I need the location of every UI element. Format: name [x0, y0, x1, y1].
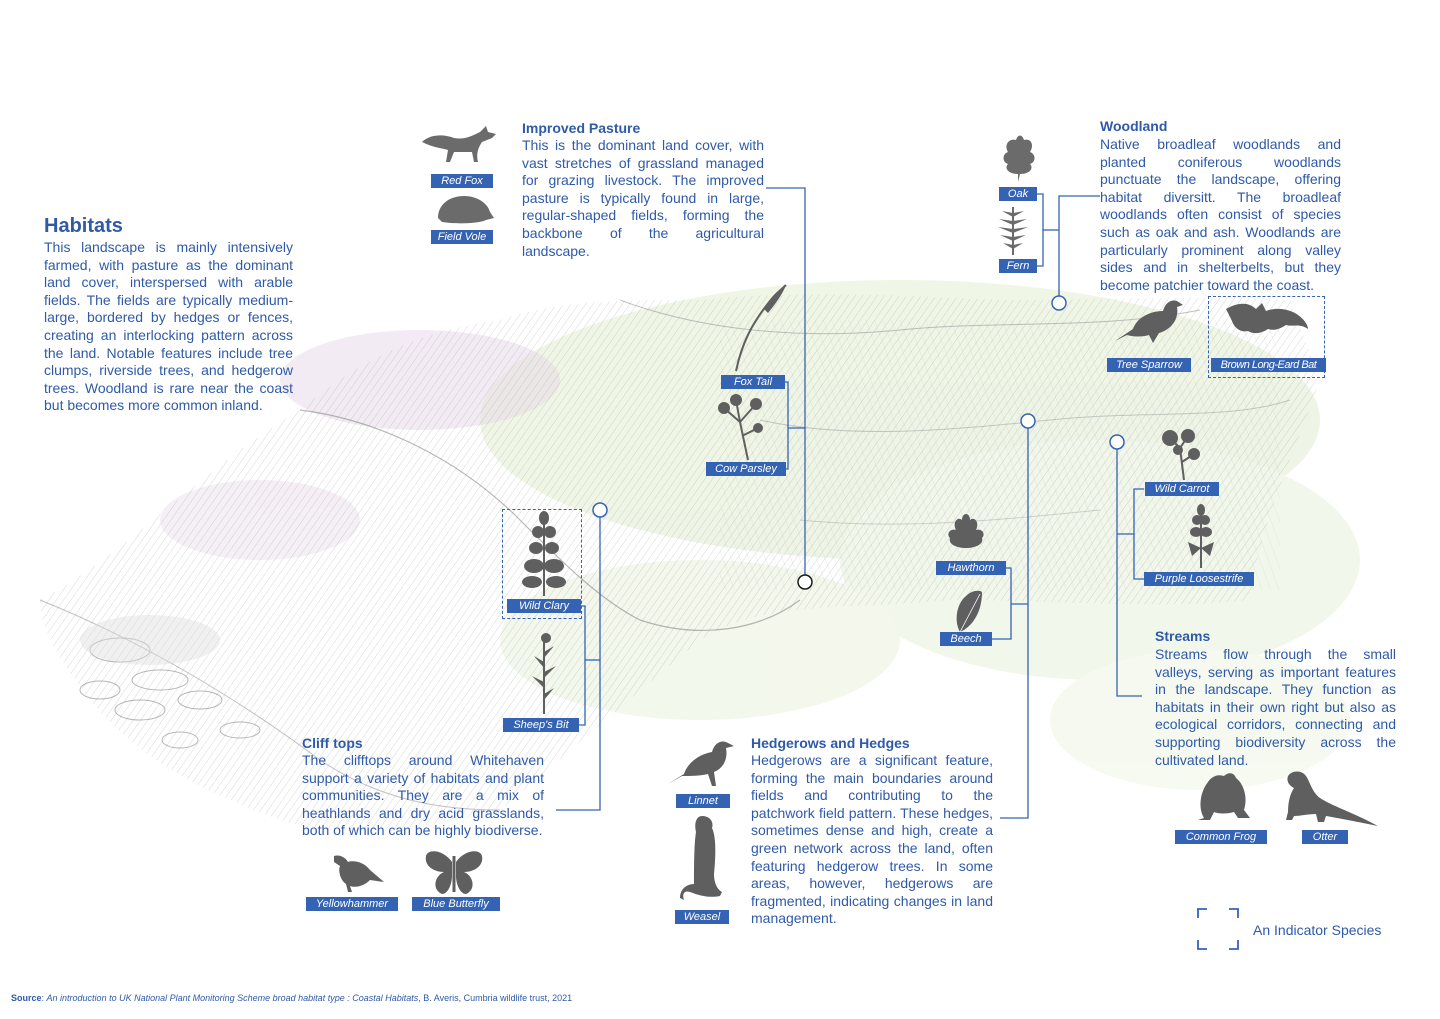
improved-pasture-description: This is the dominant land cover, with va…	[522, 137, 764, 259]
species-tag-common-frog: Common Frog	[1175, 830, 1267, 844]
fern-icon	[996, 205, 1030, 257]
sheeps-bit-icon	[526, 632, 560, 716]
foxtail-icon	[730, 283, 790, 373]
cow-parsley-icon	[712, 392, 768, 462]
species-tag-red-fox: Red Fox	[431, 174, 493, 188]
woodland-title: Woodland	[1100, 118, 1168, 134]
species-tag-field-vole: Field Vole	[431, 230, 493, 244]
plant-tag-purple-loosestrife: Purple Loosestrife	[1144, 572, 1254, 586]
linnet-icon	[666, 734, 736, 788]
fox-icon	[420, 122, 500, 164]
yellowhammer-icon	[330, 848, 386, 894]
habitats-title: Habitats	[44, 215, 123, 237]
species-tag-yellowhammer: Yellowhammer	[306, 897, 398, 911]
wild-clary-icon	[522, 510, 566, 598]
hawthorn-leaf-icon	[946, 510, 986, 556]
streams-description: Streams flow through the small valleys, …	[1155, 646, 1396, 768]
species-tag-brown-long-eared-bat: Brown Long-Eard Bat	[1211, 358, 1326, 372]
improved-pasture-title: Improved Pasture	[522, 120, 641, 136]
source-rest: , B. Averis, Cumbria wildlife trust, 202…	[418, 993, 573, 1003]
indicator-legend-icon	[1197, 908, 1239, 950]
plant-tag-oak: Oak	[999, 187, 1037, 201]
butterfly-icon	[424, 848, 484, 896]
streams-title: Streams	[1155, 628, 1211, 644]
source-citation: An introduction to UK National Plant Mon…	[46, 993, 419, 1003]
loosestrife-icon	[1184, 502, 1218, 570]
plant-tag-fern: Fern	[999, 259, 1037, 273]
wild-carrot-icon	[1160, 428, 1200, 482]
beech-leaf-icon	[952, 588, 984, 634]
otter-icon	[1282, 768, 1380, 828]
woodland-description: Native broadleaf woodlands and planted c…	[1100, 136, 1341, 293]
species-tag-tree-sparrow: Tree Sparrow	[1107, 358, 1191, 372]
hedgerows-title: Hedgerows and Hedges	[751, 735, 910, 751]
cliff-tops-description: The clifftops around Whitehaven support …	[302, 752, 544, 839]
plant-tag-fox-tail: Fox Tail	[721, 375, 785, 389]
bat-icon	[1224, 299, 1310, 341]
source-prefix: Source	[11, 993, 42, 1003]
plant-tag-wild-carrot: Wild Carrot	[1145, 482, 1219, 496]
vole-icon	[434, 192, 496, 228]
hedgerows-description: Hedgerows are a significant feature, for…	[751, 752, 993, 927]
species-tag-otter: Otter	[1302, 830, 1348, 844]
plant-tag-hawthorn: Hawthorn	[936, 561, 1006, 575]
plant-tag-cow-parsley: Cow Parsley	[706, 462, 786, 476]
plant-tag-beech: Beech	[940, 632, 992, 646]
indicator-box-bat	[1208, 296, 1325, 378]
habitats-description: This landscape is mainly intensively far…	[44, 239, 293, 414]
species-tag-blue-butterfly: Blue Butterfly	[412, 897, 500, 911]
oak-leaf-icon	[1000, 134, 1036, 184]
frog-icon	[1194, 768, 1252, 824]
cliff-tops-title: Cliff tops	[302, 735, 363, 751]
plant-tag-wild-clary: Wild Clary	[507, 599, 581, 613]
plant-tag-sheeps-bit: Sheep's Bit	[503, 718, 579, 732]
species-tag-linnet: Linnet	[676, 794, 730, 808]
sparrow-icon	[1113, 295, 1187, 347]
weasel-icon	[680, 814, 724, 904]
species-tag-weasel: Weasel	[675, 910, 729, 924]
indicator-legend-label: An Indicator Species	[1253, 922, 1382, 938]
source-line: Source: An introduction to UK National P…	[11, 993, 573, 1003]
